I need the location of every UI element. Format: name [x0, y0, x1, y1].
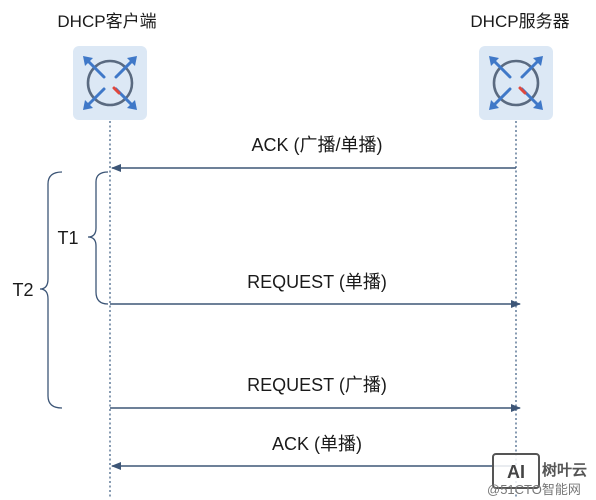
server-label: DHCP服务器	[470, 12, 569, 31]
t1-label: T1	[57, 228, 78, 248]
watermark-logo-text: AI	[507, 462, 525, 482]
message-label-ack-broadcast-unicast: ACK (广播/单播)	[251, 135, 382, 155]
t2-label: T2	[12, 280, 33, 300]
t2-brace	[39, 171, 63, 409]
watermark: AI 树叶云 @51CTO智能网	[487, 453, 587, 497]
router-icon	[479, 46, 553, 120]
watermark-brand: 树叶云	[542, 461, 587, 479]
watermark-source: @51CTO智能网	[487, 482, 581, 497]
client-label: DHCP客户端	[57, 12, 156, 31]
message-label-ack-unicast: ACK (单播)	[272, 434, 362, 454]
message-label-request-unicast: REQUEST (单播)	[247, 272, 387, 292]
watermark-logo-icon	[492, 453, 540, 489]
router-icon	[73, 46, 147, 120]
t1-brace	[87, 171, 109, 305]
message-label-request-broadcast: REQUEST (广播)	[247, 375, 387, 395]
